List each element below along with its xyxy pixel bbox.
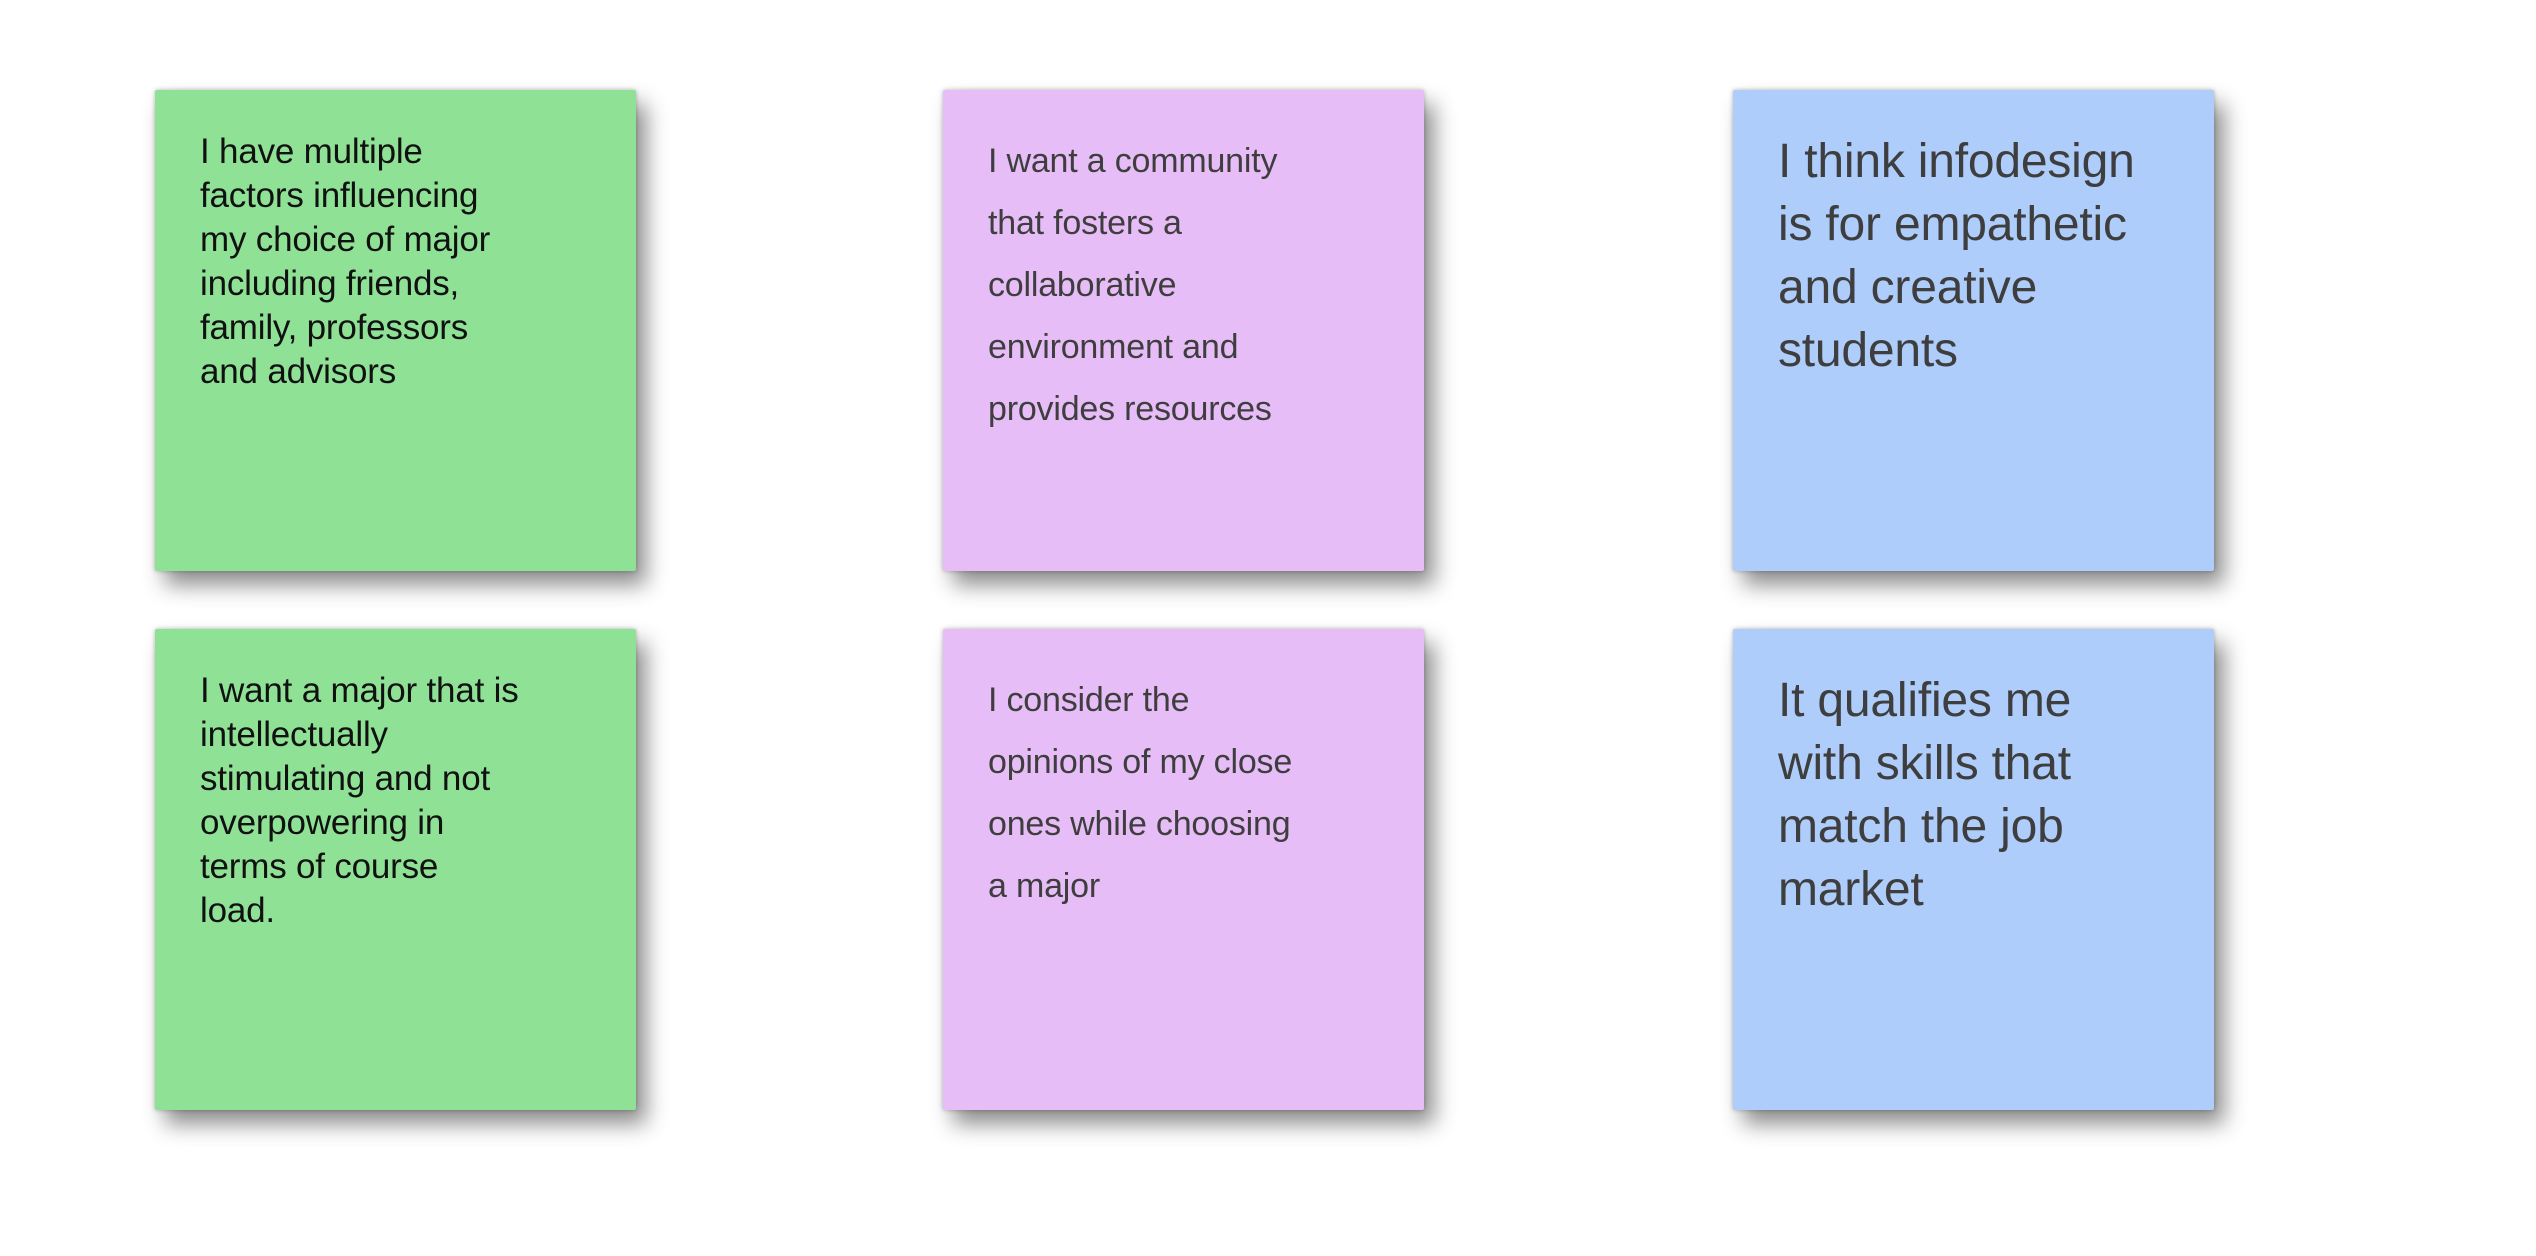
- sticky-note-blue-2[interactable]: It qualifies me with skills that match t…: [1733, 629, 2214, 1110]
- sticky-note-text: It qualifies me with skills that match t…: [1778, 674, 2072, 916]
- sticky-note-text: I consider the opinions of my close ones…: [988, 681, 1293, 905]
- sticky-note-purple-2[interactable]: I consider the opinions of my close ones…: [943, 629, 1424, 1110]
- sticky-note-text: I think infodesign is for empathetic and…: [1778, 135, 2135, 377]
- sticky-note-text: I have multiple factors influencing my c…: [200, 132, 491, 391]
- sticky-note-green-1[interactable]: I have multiple factors influencing my c…: [155, 90, 636, 571]
- sticky-note-text: I want a community that fosters a collab…: [988, 142, 1278, 428]
- sticky-note-green-2[interactable]: I want a major that is intellectually st…: [155, 629, 636, 1110]
- sticky-note-text: I want a major that is intellectually st…: [200, 671, 519, 930]
- sticky-note-purple-1[interactable]: I want a community that fosters a collab…: [943, 90, 1424, 571]
- sticky-note-blue-1[interactable]: I think infodesign is for empathetic and…: [1733, 90, 2214, 571]
